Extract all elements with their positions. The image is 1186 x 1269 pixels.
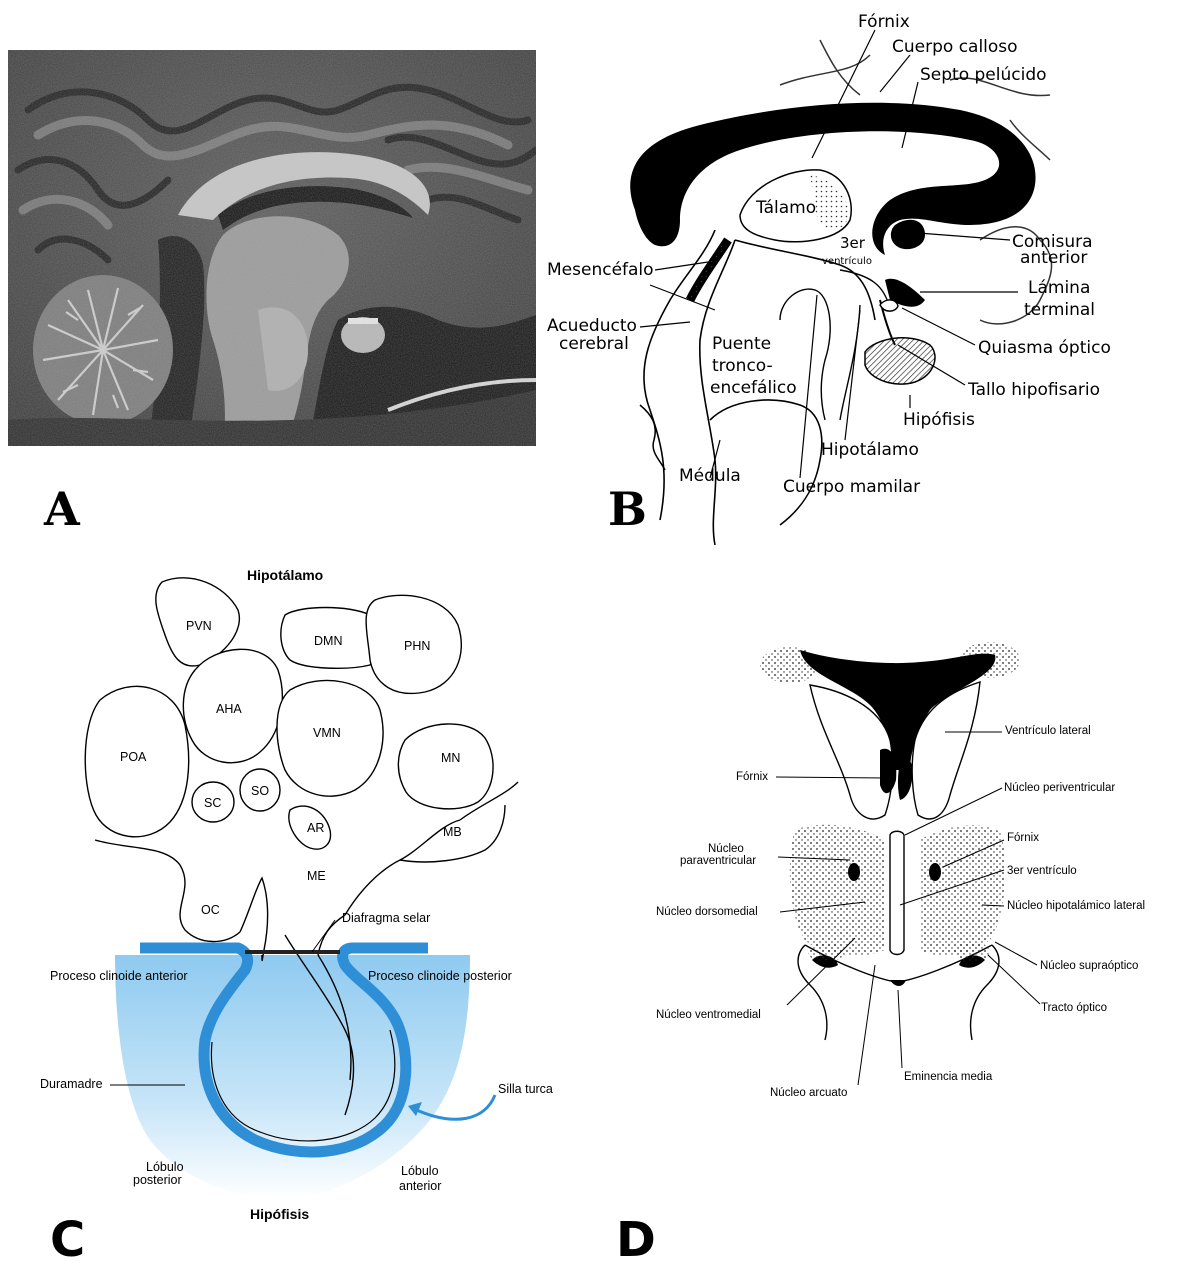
nucleus-phn: PHN (404, 639, 430, 653)
label-lamina-terminal-a: Lámina (1028, 278, 1090, 298)
label-3er-ventriculo-b: ventrículo (822, 255, 872, 267)
title-hipotalamo: Hipotálamo (247, 567, 323, 583)
label-ventriculo-lateral: Ventrículo lateral (1005, 725, 1091, 737)
label-silla-turca: Silla turca (498, 1082, 553, 1096)
label-3er-ventriculo-a: 3er (840, 234, 866, 252)
label-tallo-hipofisario: Tallo hipofisario (967, 380, 1100, 400)
nucleus-mn: MN (441, 751, 460, 765)
label-cuerpo-calloso: Cuerpo calloso (892, 37, 1018, 57)
panel-b-letter: B (608, 486, 647, 532)
panel-d-letter: D (616, 1216, 656, 1264)
panel-b: Fórnix Cuerpo calloso Septo pelúcido Tál… (540, 0, 1186, 546)
label-medula: Médula (679, 466, 741, 486)
label-tracto-optico: Tracto óptico (1041, 1002, 1107, 1014)
coronal-diagram: Ventrículo lateral Fórnix Núcleo periven… (600, 620, 1186, 1120)
panel-c-letter: C (50, 1216, 85, 1264)
hypothalamus-pituitary-diagram: Hipotálamo PVN DMN PHN AHA VMN POA MN SC… (0, 560, 590, 1264)
label-diafragma-selar: Diafragma selar (342, 911, 430, 925)
label-hipotalamo: Hipotálamo (821, 440, 919, 460)
sagittal-diagram: Fórnix Cuerpo calloso Septo pelúcido Tál… (540, 0, 1186, 546)
label-comisura-anterior-b: anterior (1020, 248, 1087, 268)
panel-d: Ventrículo lateral Fórnix Núcleo periven… (600, 620, 1186, 1120)
label-puente-a: Puente (712, 334, 771, 354)
title-hipofisis: Hipófisis (250, 1206, 309, 1222)
mri-sagittal-image (8, 50, 536, 446)
label-3er-ventriculo: 3er ventrículo (1007, 865, 1077, 877)
label-proceso-clinoide-posterior: Proceso clinoide posterior (368, 969, 512, 983)
label-lobulo-anterior-b: anterior (399, 1179, 441, 1193)
label-eminencia-media: Eminencia media (904, 1071, 993, 1083)
nucleus-dmn: DMN (314, 634, 342, 648)
label-nucleo-supraoptico: Núcleo supraóptico (1040, 960, 1138, 972)
panel-a-letter: A (44, 486, 80, 532)
label-lobulo-anterior-a: Lóbulo (401, 1164, 439, 1178)
label-lobulo-posterior-b: posterior (133, 1173, 182, 1187)
label-nucleo-ventromedial: Núcleo ventromedial (656, 1009, 761, 1021)
label-fornix-right: Fórnix (1007, 832, 1039, 844)
nucleus-pvn: PVN (186, 619, 212, 633)
label-nucleo-periventricular: Núcleo periventricular (1004, 782, 1115, 794)
nucleus-mb: MB (443, 825, 462, 839)
label-septo-pelucido: Septo pelúcido (920, 65, 1047, 85)
panel-c: Hipotálamo PVN DMN PHN AHA VMN POA MN SC… (0, 560, 590, 1264)
nucleus-sc: SC (204, 796, 221, 810)
nucleus-oc: OC (201, 903, 220, 917)
label-acueducto-a: Acueducto (547, 316, 637, 336)
panel-a (8, 50, 536, 446)
label-proceso-clinoide-anterior: Proceso clinoide anterior (50, 969, 188, 983)
label-nucleo-dorsomedial: Núcleo dorsomedial (656, 906, 758, 918)
label-puente-b: tronco- (712, 356, 773, 376)
label-lamina-terminal-b: terminal (1024, 300, 1095, 320)
label-nucleo-paraventricular-a: Núcleo (708, 843, 744, 855)
label-quiasma-optico: Quiasma óptico (978, 338, 1111, 358)
label-cuerpo-mamilar: Cuerpo mamilar (783, 477, 920, 497)
label-hipofisis: Hipófisis (903, 410, 975, 430)
label-nucleo-paraventricular-b: paraventricular (680, 855, 756, 867)
label-puente-c: encefálico (710, 378, 797, 398)
nucleus-so: SO (251, 784, 269, 798)
nucleus-poa: POA (120, 750, 147, 764)
nucleus-vmn: VMN (313, 726, 341, 740)
label-acueducto-b: cerebral (559, 334, 629, 354)
label-nucleo-hipotalamico-lateral: Núcleo hipotalámico lateral (1007, 900, 1145, 912)
label-talamo: Tálamo (755, 198, 816, 218)
nucleus-me: ME (307, 869, 326, 883)
nucleus-mn-shape (398, 724, 493, 809)
label-lobulo-posterior-a: Lóbulo (146, 1160, 184, 1174)
label-nucleo-arcuato: Núcleo arcuato (770, 1087, 847, 1099)
label-duramadre: Duramadre (40, 1077, 103, 1091)
label-fornix: Fórnix (858, 12, 910, 32)
label-fornix-top: Fórnix (736, 771, 768, 783)
nucleus-ar: AR (307, 821, 324, 835)
nucleus-aha: AHA (216, 702, 242, 716)
label-mesencefalo: Mesencéfalo (547, 260, 654, 280)
